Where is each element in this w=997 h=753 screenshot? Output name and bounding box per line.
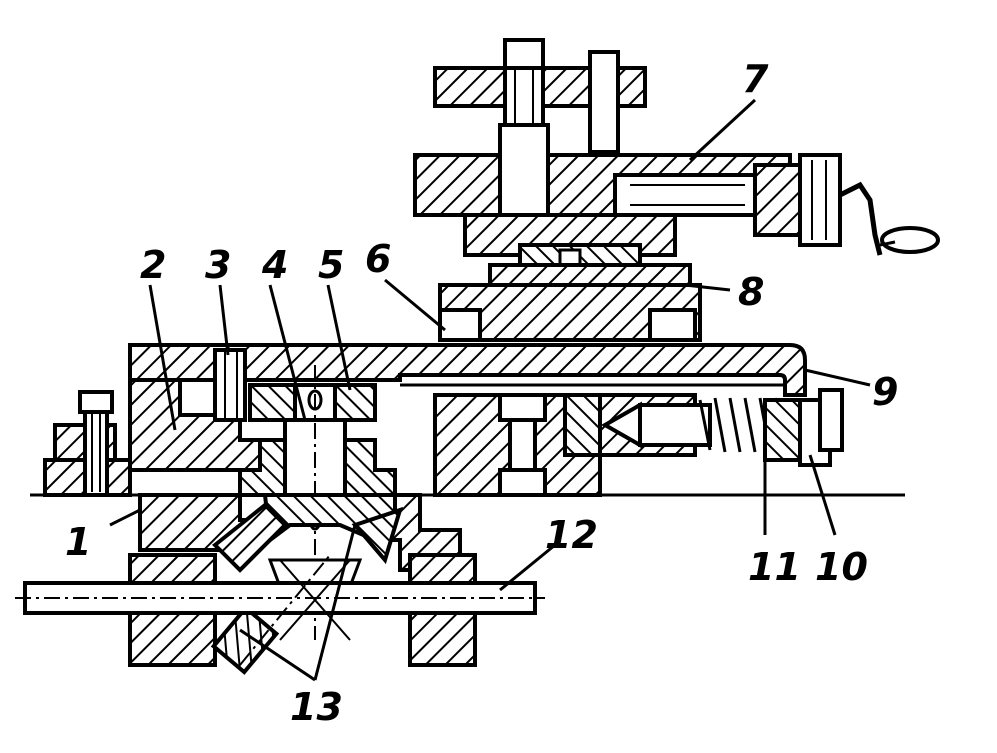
label-6: 6 bbox=[365, 237, 391, 281]
left-slide-assembly bbox=[128, 348, 397, 640]
left-clamp bbox=[43, 390, 132, 497]
label-10: 10 bbox=[815, 545, 868, 589]
lower-gear-housing bbox=[128, 493, 477, 675]
leader-lines bbox=[109, 98, 871, 682]
label-13: 13 bbox=[290, 685, 343, 729]
label-3: 3 bbox=[205, 243, 231, 287]
label-4: 4 bbox=[261, 243, 288, 287]
label-2: 2 bbox=[140, 243, 166, 287]
label-1: 1 bbox=[65, 520, 91, 564]
label-5: 5 bbox=[318, 243, 344, 287]
label-7: 7 bbox=[742, 57, 769, 101]
label-9: 9 bbox=[872, 370, 898, 414]
label-11: 11 bbox=[748, 545, 801, 589]
top-clamp-assembly bbox=[413, 38, 940, 342]
label-8: 8 bbox=[738, 270, 764, 314]
label-12: 12 bbox=[545, 513, 598, 557]
main-table bbox=[128, 343, 807, 397]
right-support bbox=[433, 388, 844, 497]
shaft bbox=[15, 554, 545, 666]
